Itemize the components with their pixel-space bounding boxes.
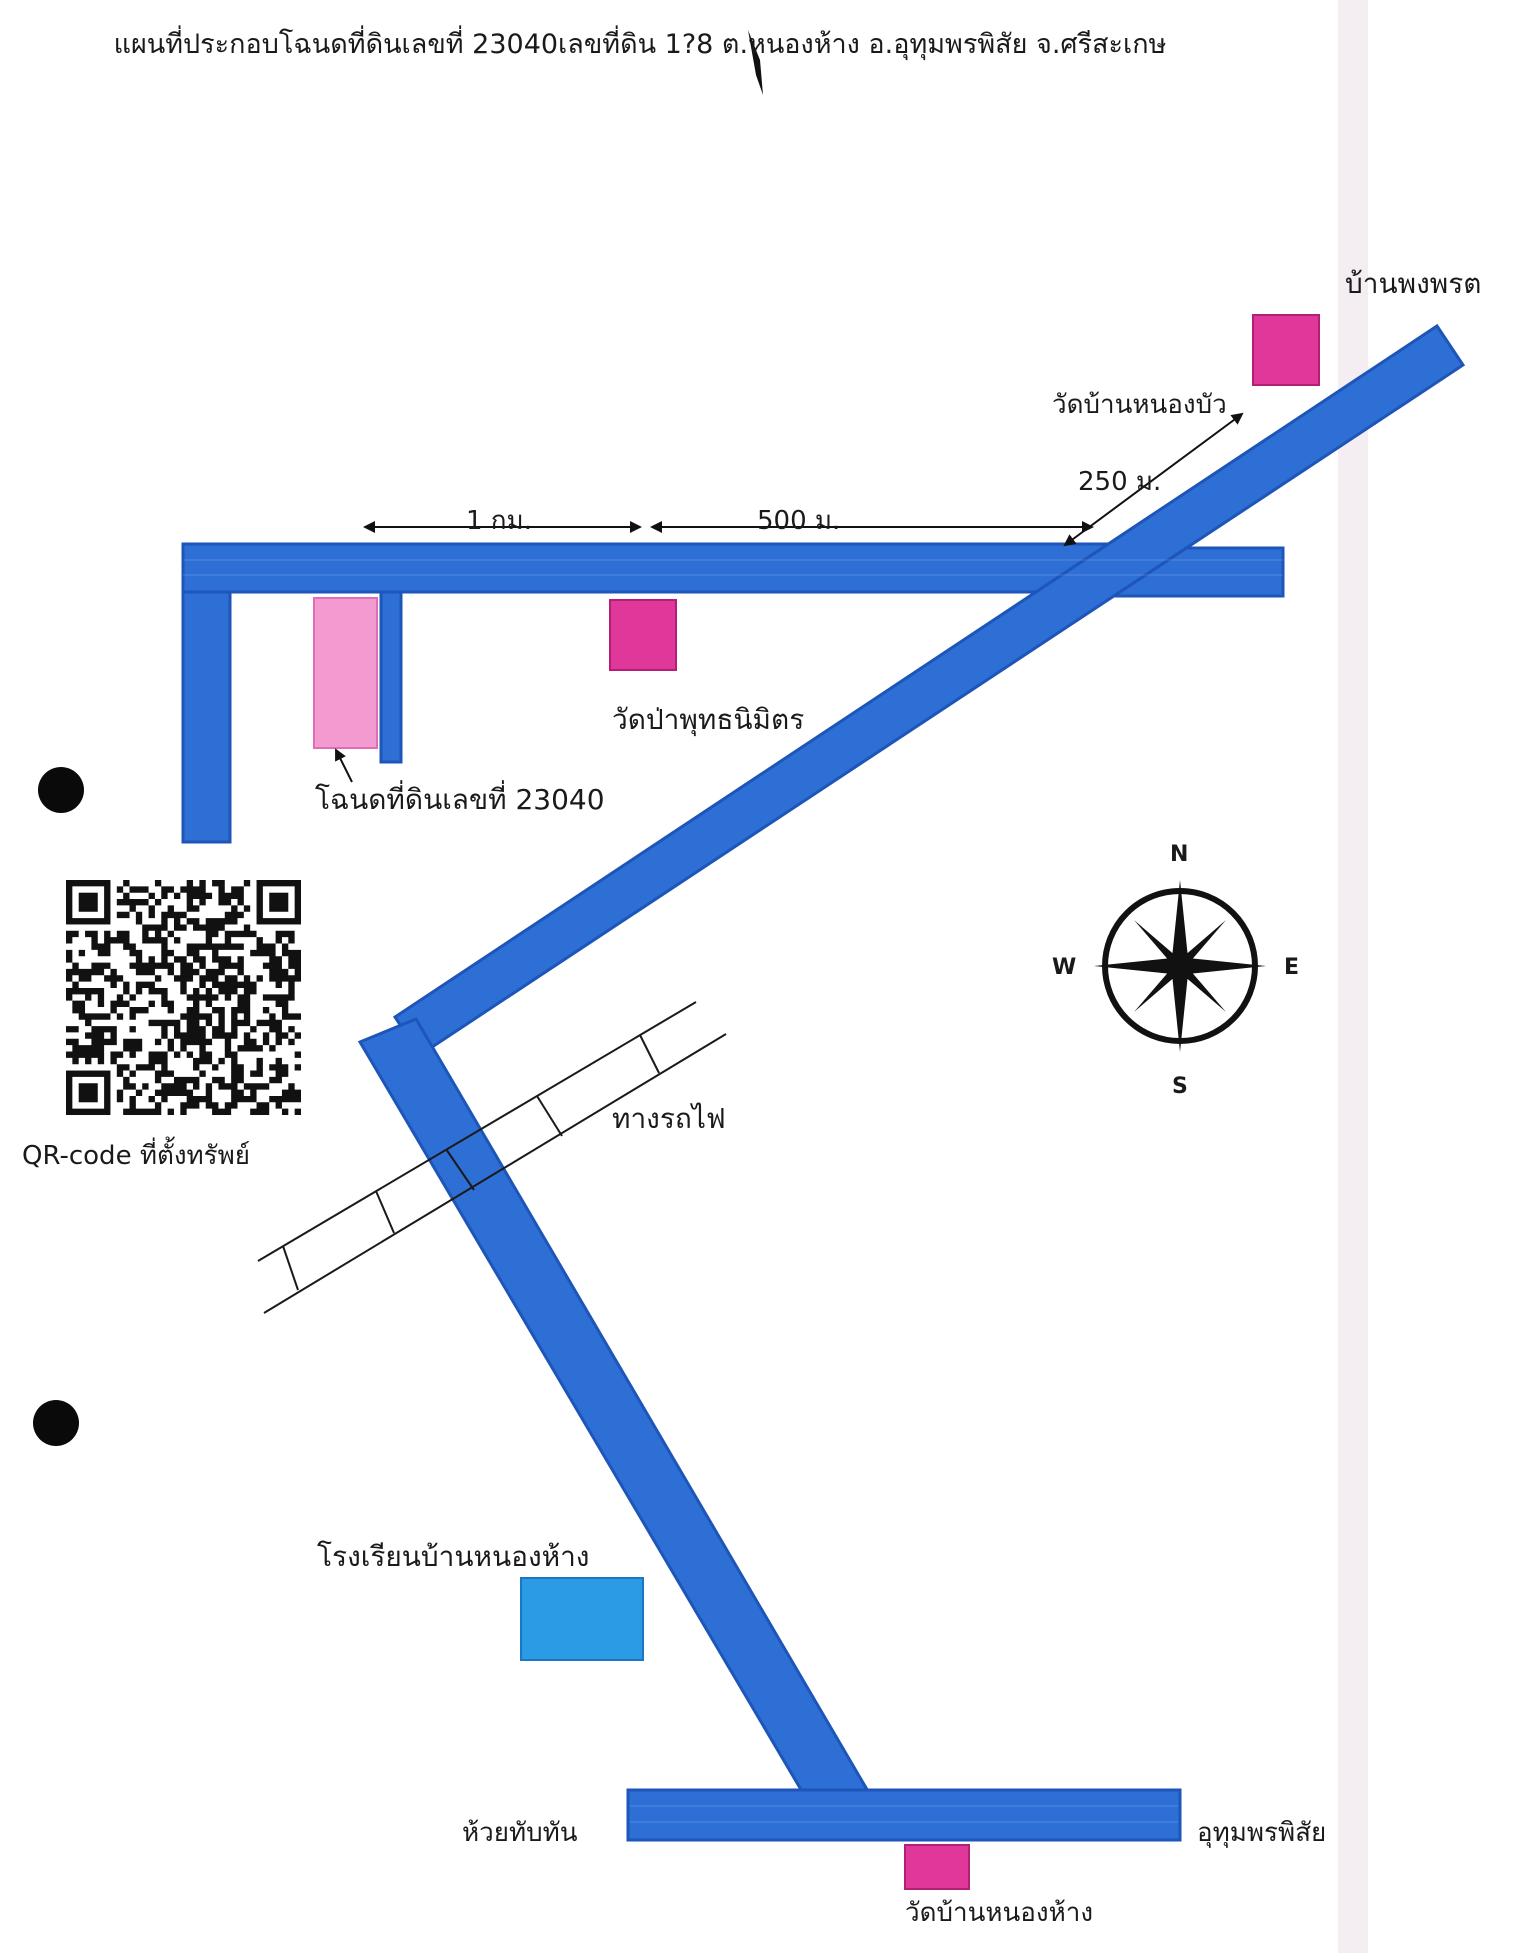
railway-tie [445,1148,475,1191]
label-wat-ban-nong-bua: วัดบ้านหนองบัว [1052,390,1227,420]
compass-needle [1134,920,1180,966]
binder-hole [33,1400,79,1446]
distance-label-500m: 500 ม. [757,506,841,536]
road-west-vertical [181,542,232,844]
railway-rail-north [257,1001,697,1262]
qr-finder-pattern [256,880,301,925]
railway-rail-south [263,1033,727,1314]
label-huai-thap-than: ห้วยทับทัน [462,1818,578,1848]
scan-crease-mark [748,30,763,95]
wat-pa-phutthanimit-marker [609,599,677,671]
label-ban-phong-phrot: บ้านพงพรต [1345,267,1482,300]
railway-tie [536,1095,563,1137]
railway-tie [639,1034,660,1074]
compass-needle [1172,880,1188,966]
map-title: แผนที่ประกอบโฉนดที่ดินเลขที่ 23040เลขที่… [113,29,1167,60]
road-diagonal-northeast [392,323,1466,1058]
roads [181,323,1466,1842]
compass-rose [1094,880,1266,1052]
qr-finder-pattern [66,880,111,925]
compass-west-label: W [1052,955,1077,980]
binder-hole [38,767,84,813]
distance-arrow-250m [1063,412,1244,547]
railway-tie [282,1245,299,1291]
compass-east-label: E [1284,955,1300,980]
label-wat-pa-phutthanimit: วัดป่าพุทธนิมิตร [612,703,805,736]
railway-tie [375,1190,395,1234]
parcel-23040-marker [313,597,378,749]
qr-finder-pattern [66,1070,111,1115]
qr-caption: QR-code ที่ตั้งทรัพย์ [22,1141,251,1171]
road-bottom-horizontal [626,1788,1182,1842]
compass-north-label: N [1170,842,1189,867]
distance-label-1km: 1 กม. [466,506,532,536]
distance-label-250m: 250 ม. [1078,467,1162,497]
page-edge-shade [1338,0,1368,1953]
label-uthumphon-phisai: อุทุมพรพิสัย [1197,1818,1327,1848]
road-texture [183,559,1283,1823]
qr-code-image [66,880,301,1115]
road-parcel-lane [379,590,403,764]
compass-needle [1134,966,1180,1012]
label-wat-ban-nong-hang: วัดบ้านหนองห้าง [905,1898,1094,1928]
compass-needle [1094,958,1180,974]
compass-south-label: S [1172,1074,1188,1099]
wat-ban-nong-hang-marker [904,1844,970,1890]
compass-needle [1180,958,1266,974]
parcel-pointer-arrow [335,748,353,783]
label-parcel-deed: โฉนดที่ดินเลขที่ 23040 [315,783,605,816]
label-school: โรงเรียนบ้านหนองห้าง [317,1540,590,1573]
qr-modules [66,880,301,1115]
school-marker [520,1577,644,1661]
compass-needle [1180,920,1226,966]
wat-ban-nong-bua-marker [1252,314,1320,386]
compass-needle [1172,966,1188,1052]
railway [257,1001,727,1314]
label-railway: ทางรถไฟ [612,1102,726,1135]
road-top-horizontal [181,542,1115,594]
compass-needle [1180,966,1226,1012]
